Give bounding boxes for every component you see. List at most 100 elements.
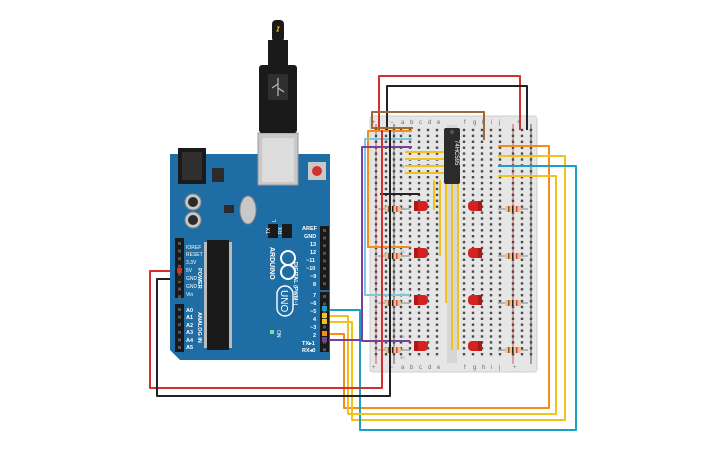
wire-lightblue-left[interactable] <box>364 138 412 296</box>
breadboard-hole <box>435 134 439 138</box>
wire-brown[interactable] <box>371 111 485 140</box>
breadboard-hole <box>520 353 524 356</box>
bb-col-a-bottom: a <box>401 365 405 371</box>
breadboard-hole <box>435 176 439 179</box>
breadboard-hole <box>426 311 430 315</box>
breadboard-hole <box>511 276 515 279</box>
wire-yellow-right-2[interactable] <box>330 175 557 415</box>
led[interactable] <box>414 295 428 305</box>
breadboard-hole <box>426 288 430 291</box>
breadboard-hole <box>480 181 484 185</box>
led[interactable] <box>414 248 428 258</box>
breadboard-hole <box>511 270 515 273</box>
breadboard-hole <box>374 299 378 303</box>
breadboard-hole <box>498 140 502 143</box>
led[interactable] <box>414 201 428 211</box>
breadboard-hole <box>480 140 484 143</box>
breadboard-hole <box>426 294 430 297</box>
breadboard-hole <box>511 235 515 238</box>
breadboard-hole <box>399 164 403 167</box>
breadboard-hole <box>529 246 533 250</box>
breadboard-hole <box>435 223 439 226</box>
breadboard-hole <box>392 134 396 138</box>
breadboard-hole <box>462 217 466 220</box>
arduino-uno-board[interactable]: ARDUINO UNO ON L TX RX IOREF RESET 3.3V … <box>170 20 330 360</box>
breadboard-hole <box>384 164 388 167</box>
breadboard-hole <box>511 335 515 338</box>
breadboard-hole <box>392 217 396 220</box>
breadboard-hole <box>392 152 396 155</box>
bb-col-e-top: e <box>437 120 441 126</box>
header-pin <box>323 229 326 232</box>
header-pin <box>323 302 326 306</box>
breadboard-hole <box>374 181 378 185</box>
breadboard-hole <box>417 128 421 132</box>
breadboard-hole <box>417 152 421 155</box>
analog-header[interactable] <box>175 304 184 352</box>
breadboard-hole <box>529 146 533 149</box>
breadboard-hole <box>435 353 439 356</box>
resistor[interactable] <box>498 206 528 212</box>
pin-4: 4 <box>313 317 317 323</box>
breadboard-hole <box>374 229 378 232</box>
rx-label: RX <box>278 226 284 234</box>
bb-col-j-top: j <box>498 120 500 126</box>
wire-orange-right[interactable] <box>330 145 550 409</box>
digital-header-high[interactable] <box>320 226 329 290</box>
pin-a1: A1 <box>186 315 193 321</box>
wire-blue-right[interactable] <box>330 165 577 431</box>
breadboard-hole <box>498 252 502 256</box>
bb-col-d-top: d <box>428 120 431 126</box>
breadboard-hole <box>417 134 421 138</box>
resistor[interactable] <box>498 347 528 353</box>
breadboard-hole <box>462 329 466 332</box>
breadboard-hole <box>399 229 403 232</box>
breadboard-hole <box>435 152 439 155</box>
breadboard-hole <box>399 252 403 256</box>
breadboard-hole <box>511 181 515 185</box>
resistor[interactable] <box>498 253 528 259</box>
breadboard-hole <box>392 158 396 161</box>
bb-col-e-bottom: e <box>437 365 441 371</box>
breadboard-hole <box>511 264 515 267</box>
usb-cable[interactable] <box>259 20 297 133</box>
breadboard-hole <box>384 158 388 161</box>
breadboard-hole <box>408 311 412 315</box>
breadboard-hole <box>498 152 502 155</box>
breadboard-hole <box>435 305 439 309</box>
breadboard-hole <box>417 305 421 309</box>
breadboard-hole <box>384 217 388 220</box>
header-pin <box>178 308 181 311</box>
right-header-pins <box>323 229 326 352</box>
breadboard-hole <box>374 347 378 350</box>
breadboard-hole <box>498 223 502 226</box>
led[interactable] <box>468 248 482 258</box>
header-pin <box>323 267 326 270</box>
breadboard-hole <box>399 152 403 155</box>
wire-black-top[interactable] <box>386 85 528 130</box>
breadboard-hole <box>471 311 475 315</box>
atmega-chip <box>207 240 229 350</box>
breadboard-hole <box>511 176 515 179</box>
breadboard-hole <box>399 217 403 220</box>
breadboard-hole <box>520 181 524 185</box>
breadboard-hole <box>408 199 412 202</box>
breadboard-hole <box>417 323 421 326</box>
led[interactable] <box>468 295 482 305</box>
resistor[interactable] <box>498 300 528 306</box>
breadboard-hole <box>408 217 412 220</box>
wire-purple-left[interactable] <box>361 146 412 342</box>
bb-row-30: 30 <box>400 355 405 360</box>
wire-black-gnd[interactable] <box>156 130 391 397</box>
pin-a4: A4 <box>186 338 194 344</box>
led[interactable] <box>468 341 482 351</box>
wire-red-power[interactable] <box>149 130 383 389</box>
breadboard-hole <box>489 205 493 208</box>
led[interactable] <box>468 201 482 211</box>
shift-register-chip[interactable]: 74HC595 <box>444 128 460 184</box>
breadboard-hole <box>462 252 466 256</box>
breadboard-hole <box>462 134 466 138</box>
led[interactable] <box>414 341 428 351</box>
wire-red-top[interactable] <box>378 75 521 130</box>
